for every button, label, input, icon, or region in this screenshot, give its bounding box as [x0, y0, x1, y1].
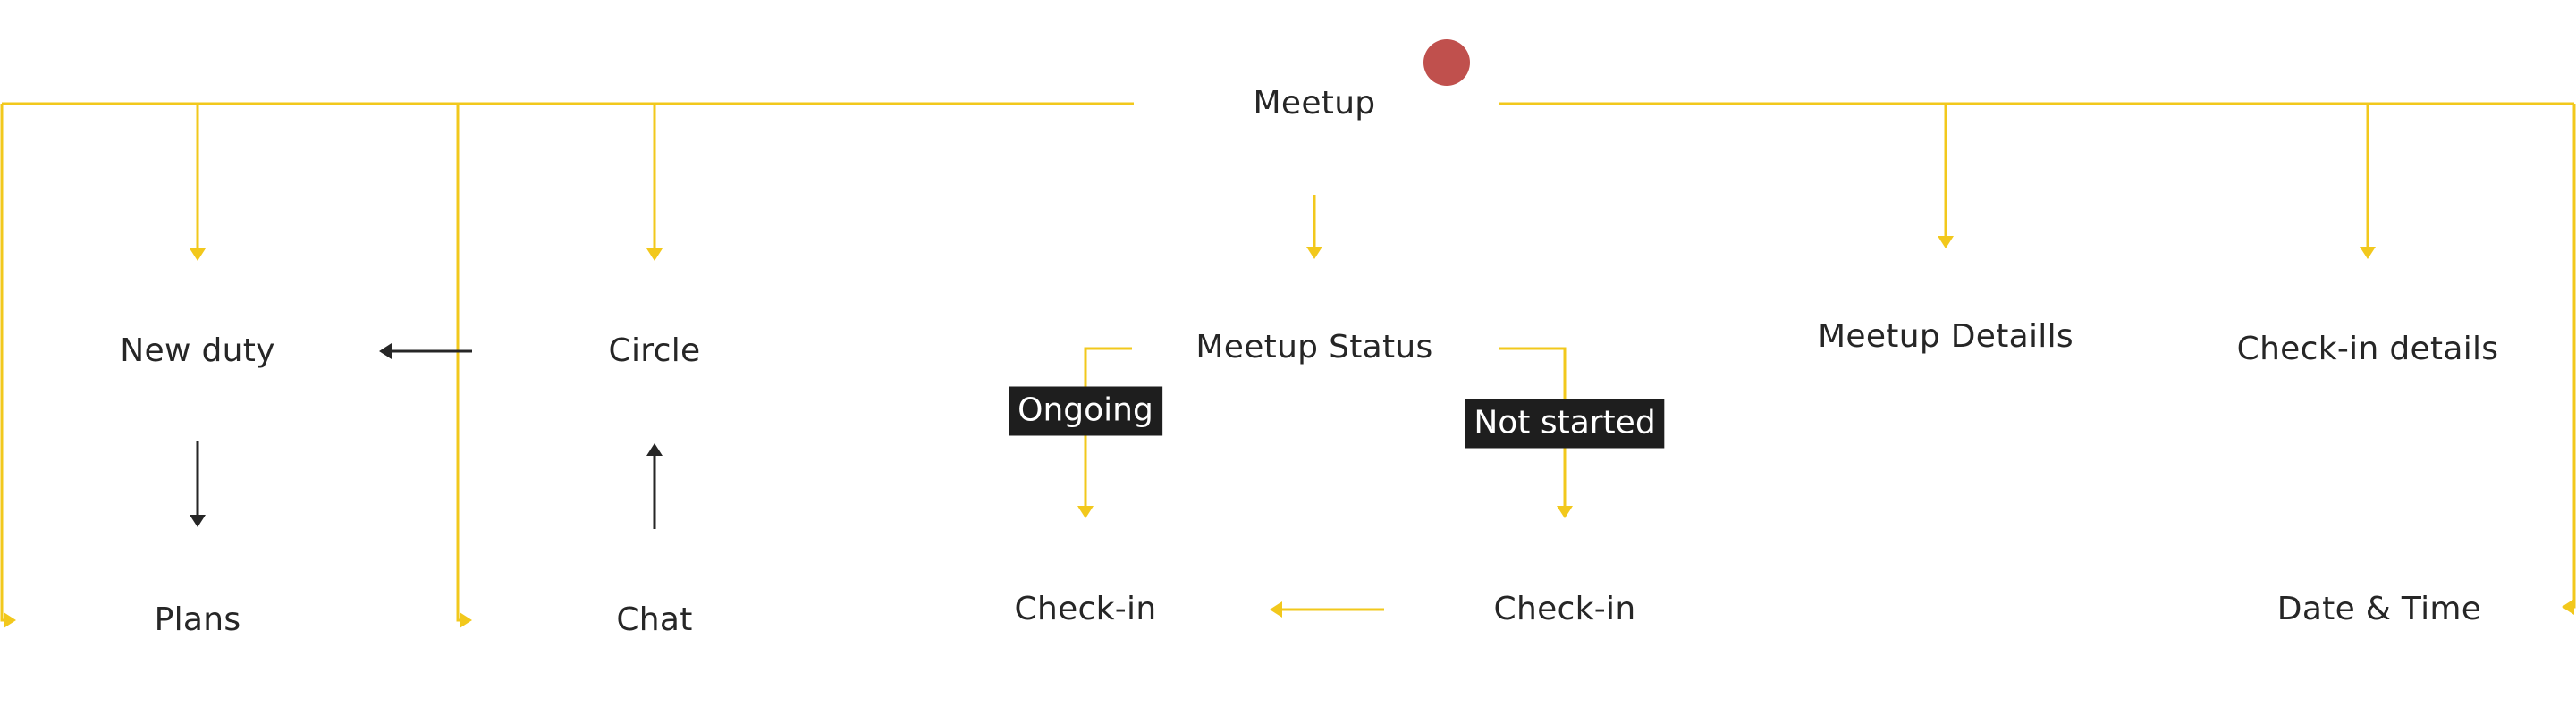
- node-date-time[interactable]: Date & Time: [2276, 591, 2482, 627]
- arrowhead-circle: [646, 248, 663, 261]
- arrowhead-notstarted-checkin: [1557, 506, 1573, 518]
- arrowhead-meetup-details: [1938, 236, 1954, 248]
- connector-status-to-ongoing: [1084, 347, 1132, 508]
- node-checkin-ongoing[interactable]: Check-in: [1014, 591, 1157, 627]
- arrowhead-meetup-status: [1306, 247, 1322, 259]
- arrowhead-to-new-duty: [379, 343, 392, 359]
- arrowhead-checkin-details: [2360, 247, 2376, 259]
- arrowhead-to-plans: [190, 515, 206, 527]
- connector-to-chat: [456, 104, 463, 622]
- node-meetup-status[interactable]: Meetup Status: [1195, 329, 1433, 366]
- arrowhead-to-ongoing-checkin: [1270, 601, 1282, 618]
- connector-to-plans: [0, 104, 7, 622]
- arrowhead-plans: [4, 612, 16, 628]
- node-meetup[interactable]: Meetup: [1253, 85, 1376, 122]
- arrowhead-date-time: [2562, 599, 2574, 615]
- node-checkin-not-started[interactable]: Check-in: [1493, 591, 1636, 627]
- arrowhead-new-duty: [190, 248, 206, 261]
- arrowhead-chat: [460, 612, 472, 628]
- edge-label-not-started: Not started: [1465, 399, 1665, 449]
- connector-status-to-not-started: [1499, 347, 1567, 508]
- node-plans[interactable]: Plans: [154, 601, 241, 638]
- connector-to-date-time: [2568, 104, 2576, 609]
- status-dot-icon: [1423, 39, 1470, 86]
- edge-label-ongoing: Ongoing: [1009, 386, 1162, 436]
- arrowhead-to-circle: [646, 443, 663, 456]
- node-circle[interactable]: Circle: [608, 332, 701, 369]
- node-meetup-details[interactable]: Meetup Detaills: [1818, 318, 2073, 355]
- node-chat[interactable]: Chat: [616, 601, 693, 638]
- node-checkin-details[interactable]: Check-in details: [2236, 331, 2499, 367]
- arrowhead-ongoing-checkin: [1077, 506, 1094, 518]
- node-new-duty[interactable]: New duty: [120, 332, 275, 369]
